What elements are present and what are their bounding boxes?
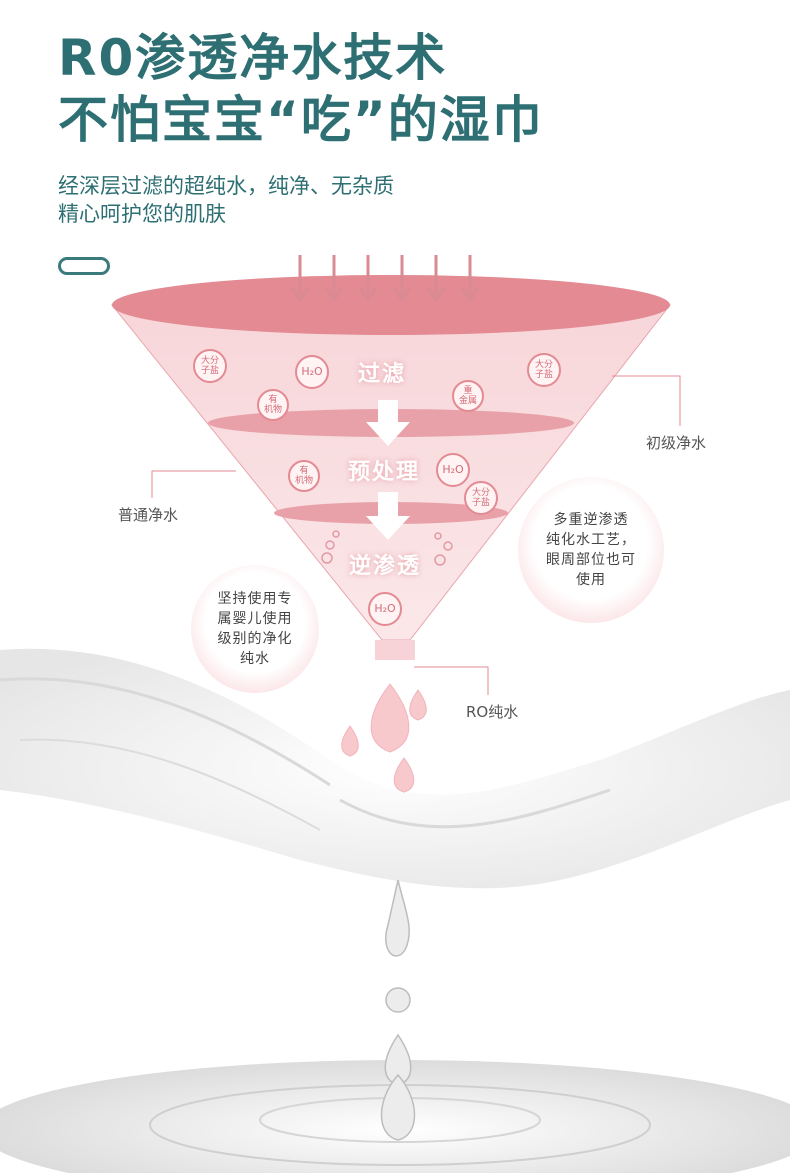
info-bubble-baby-grade: 坚持使用专属婴儿使用级别的净化纯水 xyxy=(191,565,319,693)
particle-organic: 有机物 xyxy=(288,460,320,492)
stage-label-filter: 过滤 xyxy=(358,362,407,387)
particle-salt: 大分子盐 xyxy=(527,353,561,387)
subtitle-line-1: 经深层过滤的超纯水，纯净、无杂质 xyxy=(58,174,394,198)
particle-salt: 大分子盐 xyxy=(193,349,227,383)
down-arrow-icon xyxy=(290,255,480,303)
particle-organic: 有机物 xyxy=(257,389,289,421)
particle-h2o: H₂O xyxy=(368,592,402,626)
decorative-pill xyxy=(58,257,110,275)
page-title-line-2: 不怕宝宝“吃”的湿巾 xyxy=(58,91,544,149)
particle-salt: 大分子盐 xyxy=(464,481,498,515)
down-arrow-icon xyxy=(366,400,410,540)
stage-label-ro: 逆渗透 xyxy=(349,554,422,579)
callout-primary-purification: 初级净水 xyxy=(646,434,707,452)
particle-metal: 重金属 xyxy=(452,380,484,412)
stage-label-pretreat: 预处理 xyxy=(348,460,421,485)
water-drop-icon xyxy=(380,879,416,1141)
callout-ro-water: RO纯水 xyxy=(466,703,519,721)
particle-h2o: H₂O xyxy=(436,453,470,487)
callout-lines xyxy=(151,375,681,695)
particle-h2o: H₂O xyxy=(295,355,329,389)
small-bubbles xyxy=(321,530,453,566)
callout-normal-purification: 普通净水 xyxy=(118,506,179,524)
info-bubble-ro-process: 多重逆渗透纯化水工艺，眼周部位也可使用 xyxy=(518,477,664,623)
water-drop-icon xyxy=(341,683,427,793)
towel xyxy=(0,648,790,889)
subtitle-line-2: 精心呵护您的肌肤 xyxy=(58,202,226,226)
page-title-line-1: R0渗透净水技术 xyxy=(58,29,448,87)
